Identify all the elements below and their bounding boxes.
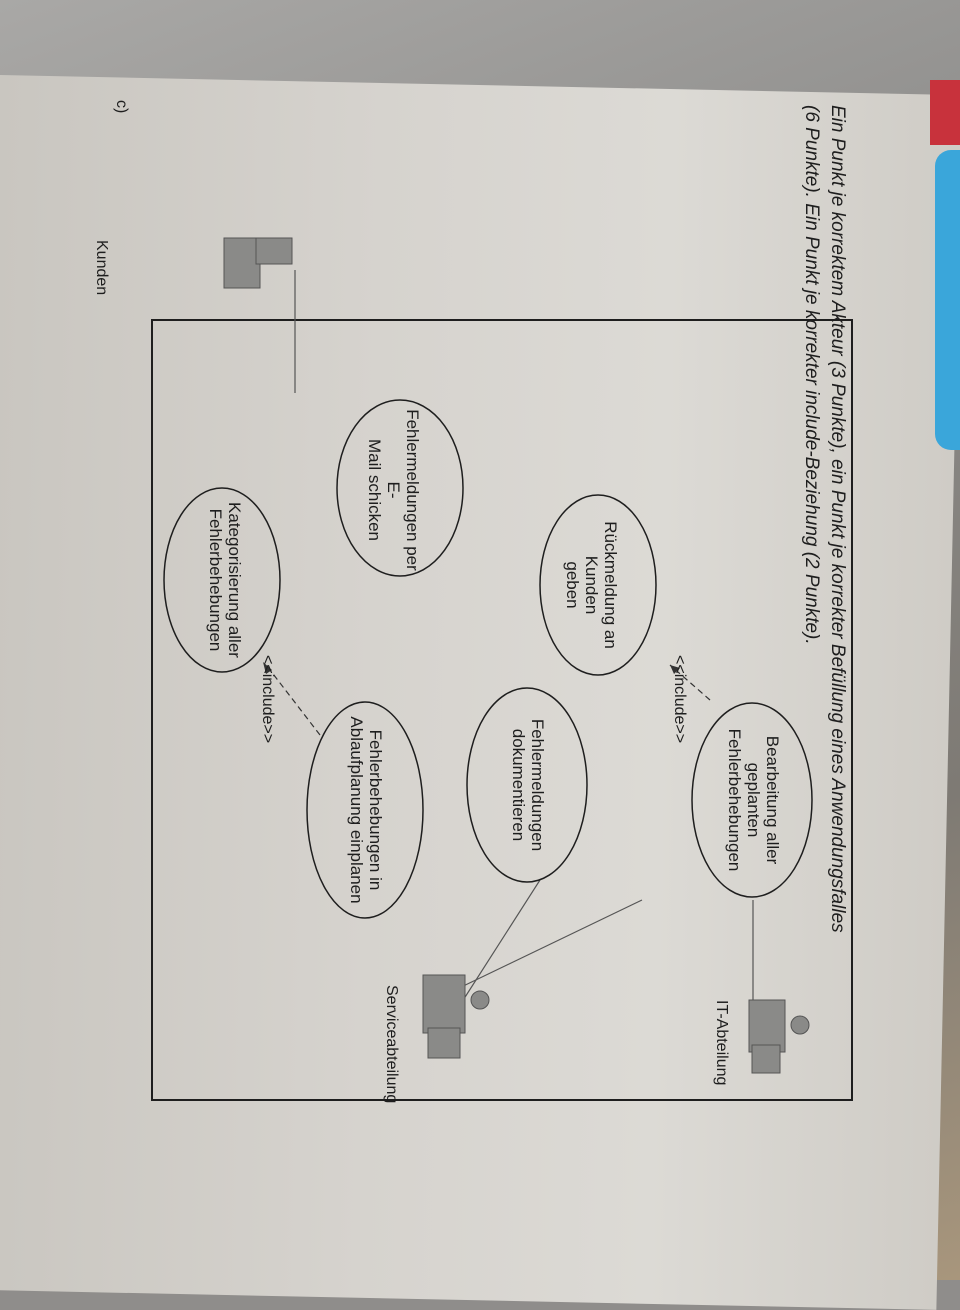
rotated-page-content: c) bbox=[93, 100, 853, 1104]
use-case-bearbeitung bbox=[691, 702, 813, 898]
use-case-diagram bbox=[151, 237, 853, 1101]
actor-it-icon bbox=[748, 999, 810, 1074]
actor-it-label: IT-Abteilung bbox=[713, 1000, 730, 1086]
use-case-email bbox=[336, 399, 464, 577]
include-label-bottom: <<include>> bbox=[259, 655, 276, 744]
include-label-top: <<include>> bbox=[671, 655, 688, 744]
include-arrow-bottom bbox=[263, 662, 272, 674]
use-case-dokumentieren bbox=[466, 687, 588, 883]
use-case-einplanen bbox=[306, 701, 424, 919]
use-case-rueckmeldung bbox=[539, 494, 657, 676]
actor-service-label: Serviceabteilung bbox=[383, 985, 400, 1104]
section-banner bbox=[935, 150, 960, 450]
use-case-kategorisierung bbox=[163, 487, 281, 673]
actor-kunden-icon bbox=[223, 237, 293, 289]
include-line-bottom bbox=[269, 669, 321, 736]
use-case-email-text: Fehlermeldungen per E-Mail schicken bbox=[365, 409, 422, 571]
caption-line-2: (6 Punkte). Ein Punkt je korrekter inclu… bbox=[801, 105, 822, 645]
assoc-service-einplanen bbox=[454, 899, 643, 991]
system-boundary bbox=[151, 319, 853, 1101]
page-tab bbox=[930, 80, 960, 145]
caption-line-1: Ein Punkt je korrektem Akteur (3 Punkte)… bbox=[827, 105, 848, 933]
assoc-service-doku bbox=[459, 879, 541, 1006]
actor-service-icon bbox=[422, 974, 490, 1059]
include-arrow-top bbox=[670, 665, 680, 674]
actor-kunden-label: Kunden bbox=[93, 240, 110, 296]
